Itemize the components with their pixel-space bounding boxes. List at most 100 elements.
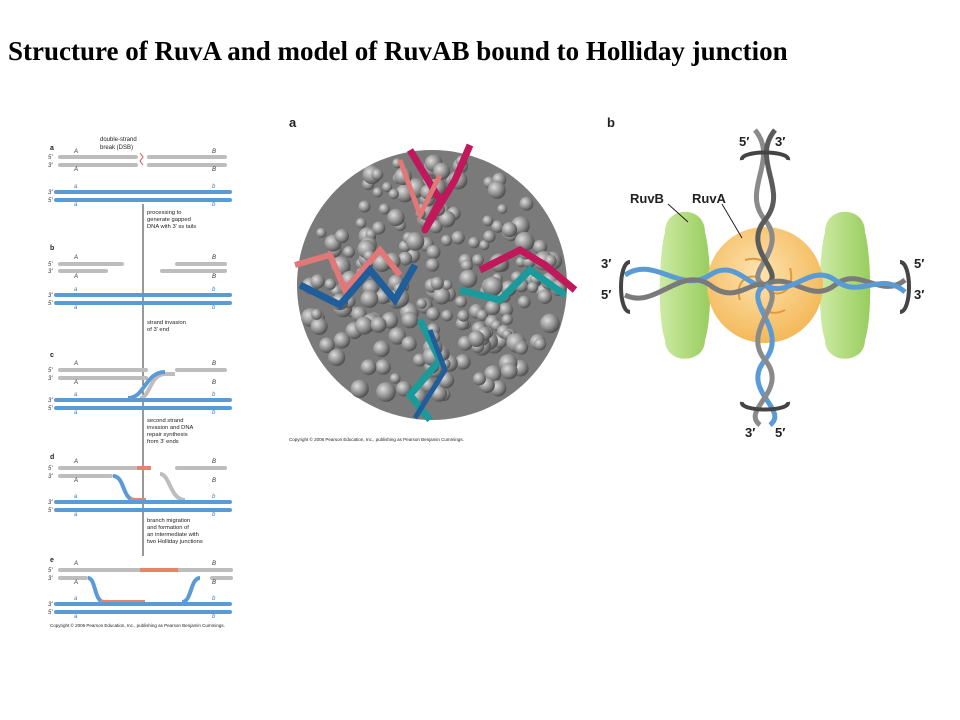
atom-sphere: [405, 232, 425, 251]
ruva-leader-line: [721, 203, 743, 239]
step-b: b: [50, 245, 232, 305]
atom-sphere: [343, 246, 355, 258]
atom-sphere: [533, 337, 547, 351]
atom-sphere: [426, 245, 441, 259]
strand-label: A: [73, 380, 78, 386]
step-text-a-2: DNA with 3′ ss tails: [147, 224, 196, 230]
rotation-arrow-left: [619, 260, 631, 314]
step-text-d-2: an intermediate with: [147, 532, 199, 538]
slide-title: Structure of RuvA and model of RuvAB bou…: [8, 36, 788, 66]
rotation-arrow-top: [740, 150, 790, 161]
atom-sphere: [472, 254, 484, 266]
atom-sphere: [515, 341, 528, 355]
atom-sphere: [440, 234, 453, 246]
ruvb-label: RuvB: [630, 191, 664, 206]
helix-left-blue: [623, 266, 766, 288]
strand-label: B: [212, 561, 216, 567]
strand-label: a: [74, 614, 78, 620]
strand-label: B: [212, 361, 216, 367]
atom-sphere: [387, 208, 405, 227]
strand-label: b: [212, 596, 216, 602]
rotation-arrow-right: [899, 260, 911, 314]
panel-letter-b: b: [607, 115, 615, 130]
rotation-arrow-bottom: [740, 401, 790, 412]
atom-sphere: [497, 204, 508, 214]
atom-sphere: [485, 300, 501, 316]
strand-label: 5′: [48, 368, 53, 374]
step-letter-a: a: [50, 145, 54, 152]
atom-sphere: [310, 317, 328, 335]
label-bottom-5prime: 5′: [775, 425, 785, 440]
strand-label: 5′: [48, 198, 53, 204]
strand-label: b: [212, 287, 216, 293]
strand-label: A: [73, 580, 78, 586]
atom-sphere: [372, 221, 386, 235]
strand-label: B: [212, 255, 216, 261]
left-panel-copyright: Copyright © 2006 Pearson Education, Inc.…: [50, 622, 225, 628]
step-text-b-1: of 3′ end: [147, 327, 169, 333]
atom-sphere: [451, 231, 465, 245]
atom-sphere: [517, 295, 531, 309]
atom-sphere: [457, 309, 470, 322]
strand-label: A: [73, 561, 78, 567]
step-text-d-3: two Holliday junctions: [147, 539, 203, 545]
atom-sphere: [426, 307, 440, 321]
strand-label: B: [212, 149, 216, 155]
atom-sphere: [401, 311, 419, 329]
strand-label: a: [74, 494, 78, 500]
atom-sphere: [358, 200, 371, 213]
strand-label: a: [74, 184, 78, 190]
strand-label: b: [212, 305, 216, 311]
atom-sphere: [425, 258, 440, 272]
ruva-structure-panel: a Copyright © 2006 Pearson Education, In…: [289, 115, 578, 442]
helix-right-blue: [763, 272, 907, 294]
dsb-break-mark: [139, 152, 144, 166]
label-right-5prime: 5′: [914, 256, 924, 271]
step-d: d: [50, 454, 232, 512]
strand-label: A: [73, 255, 78, 261]
step-c: c: [50, 352, 232, 410]
strand-label: 5′: [48, 610, 53, 616]
strand-label: 3′: [48, 602, 53, 608]
atom-sphere: [441, 309, 453, 322]
label-left-5prime: 5′: [601, 287, 611, 302]
strand-label: 3′: [48, 474, 53, 480]
strand-label: A: [73, 274, 78, 280]
atom-sphere: [378, 203, 390, 215]
step-text-a-0: processing to: [147, 210, 181, 216]
strand-gray-top-right: [147, 155, 227, 159]
label-right-3prime: 3′: [914, 287, 924, 302]
atom-sphere: [389, 373, 401, 384]
dsb-label-line1: double-strand: [100, 137, 137, 143]
atom-sphere: [533, 239, 548, 254]
label-bottom-3prime: 3′: [745, 425, 755, 440]
atom-sphere: [376, 382, 396, 402]
strand-label: A: [73, 361, 78, 367]
atom-sphere: [324, 278, 336, 290]
step-text-a-1: generate gapped: [147, 217, 191, 223]
strand-label: 5′: [48, 301, 53, 307]
atom-sphere: [498, 302, 513, 318]
strand-label: b: [212, 614, 216, 620]
atom-sphere: [319, 337, 335, 354]
strand-blue-bottom: [54, 198, 232, 202]
dsb-label-line2: break (DSB): [100, 145, 133, 151]
step-text-c-3: from 3′ ends: [147, 439, 179, 445]
atom-sphere: [334, 229, 349, 244]
atom-sphere: [476, 309, 488, 321]
strand-label: 3′: [48, 163, 53, 169]
atom-sphere: [333, 332, 351, 349]
label-left-3prime: 3′: [601, 256, 611, 271]
step-letter-d: d: [50, 454, 54, 461]
strand-label: 5′: [48, 508, 53, 514]
step-text-c-2: repair synthesis: [147, 432, 188, 438]
step-e: e: [50, 557, 233, 614]
step-letter-c: c: [50, 352, 54, 359]
ruvb-left-ring: [659, 211, 711, 359]
step-letter-e: e: [50, 557, 54, 564]
step-text-b-0: strand invasion: [147, 320, 186, 326]
ruvab-model-panel: b RuvB RuvA 5′ 3′ 3: [601, 115, 924, 440]
atom-sphere: [382, 182, 393, 193]
strand-label: b: [212, 184, 216, 190]
